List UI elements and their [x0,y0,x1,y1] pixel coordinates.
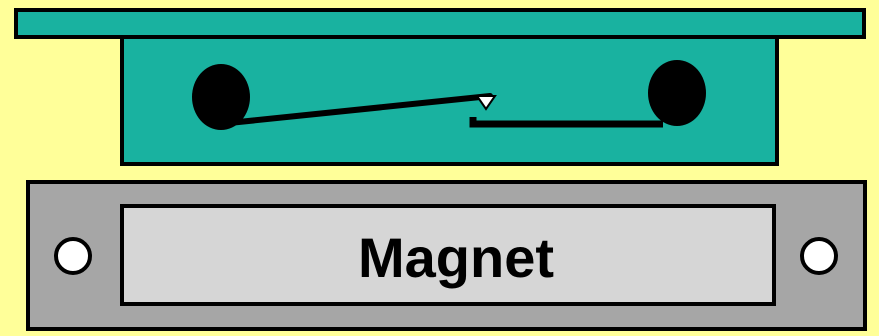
magnet-label: Magnet [358,226,554,289]
right-screw-hole [800,237,838,275]
left-screw-hole [54,237,92,275]
magnet-label-panel [120,204,776,306]
left-contact-terminal [192,64,250,130]
magnet: Magnet [26,180,867,331]
switch-housing-top-plate [14,8,866,39]
reed-contact-tip [475,95,497,111]
fixed-reed [469,117,663,128]
right-contact-terminal [648,60,706,126]
reed-switch [14,8,866,166]
movable-reed [226,93,493,126]
